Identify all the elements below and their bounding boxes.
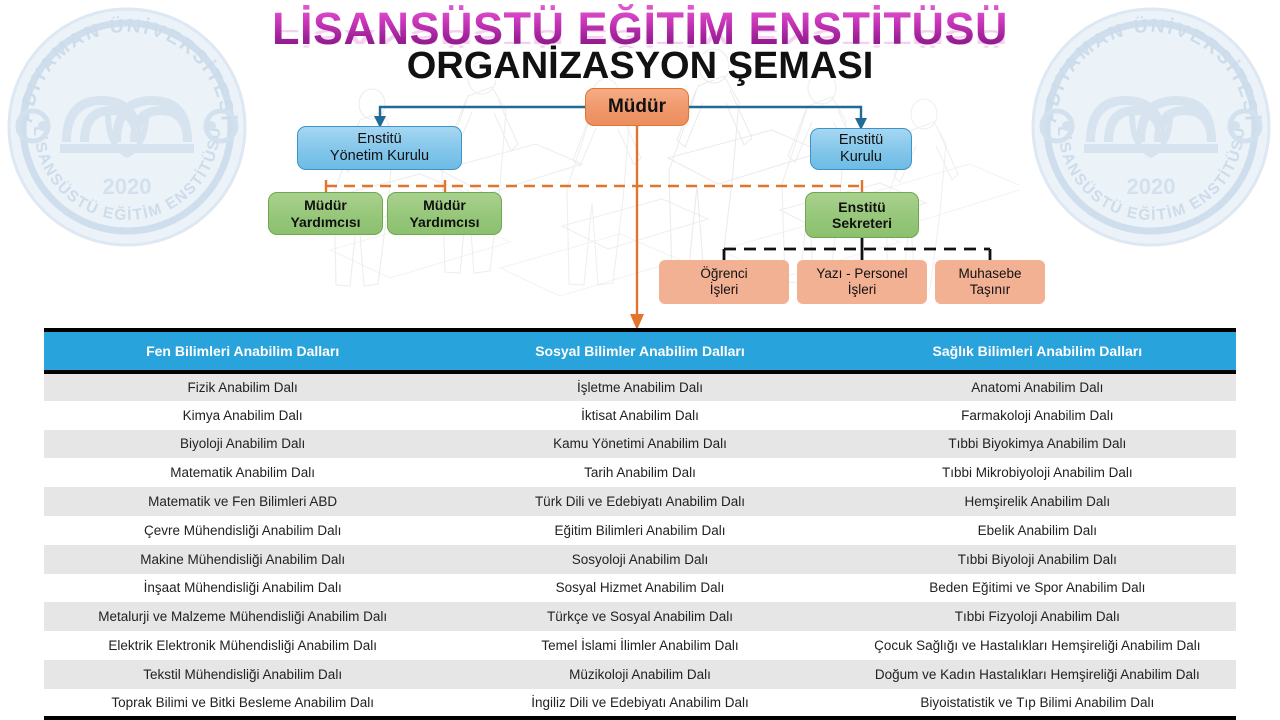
org-node-ek-line1: Enstitü [838,132,884,149]
table-cell: Toprak Bilimi ve Bitki Besleme Anabilim … [44,688,442,720]
table-cell: Çocuk Sağlığı ve Hastalıkları Hemşireliğ… [838,631,1236,660]
table-cell: Kimya Anabilim Dalı [44,400,442,430]
table-row: Elektrik Elektronik Mühendisliği Anabili… [44,631,1236,660]
table-cell: Tekstil Mühendisliği Anabilim Dalı [44,659,442,689]
table-cell: Temel İslami İlimler Anabilim Dalı [441,631,839,660]
table-cell: Matematik ve Fen Bilimleri ABD [44,487,442,516]
page-subtitle: ORGANİZASYON ŞEMASI [406,45,874,87]
table-cell: Kamu Yönetimi Anabilim Dalı [441,429,839,459]
table-cell: Biyoloji Anabilim Dalı [44,429,442,459]
org-node-accounting-line2: Taşınır [969,282,1011,297]
table-header-row: Fen Bilimleri Anabilim Dalları Sosyal Bi… [44,328,1236,374]
org-node-institute-secretary[interactable]: Enstitü Sekreteri [805,192,919,238]
table-cell: Tarih Anabilim Dalı [441,458,839,488]
table-cell: Eğitim Bilimleri Anabilim Dalı [441,515,839,545]
org-node-personnel-line1: Yazı - Personel [816,266,908,282]
table-cell: Tıbbi Fizyoloji Anabilim Dalı [838,602,1236,632]
column-header-social: Sosyal Bilimler Anabilim Dalları [441,328,839,374]
table-cell: Makine Mühendisliği Anabilim Dalı [44,544,442,574]
table-cell: Farmakoloji Anabilim Dalı [838,400,1236,430]
departments-table: Fen Bilimleri Anabilim Dalları Sosyal Bi… [44,328,1236,720]
table-cell: Hemşirelik Anabilim Dalı [838,487,1236,516]
org-node-deputy-1-line2: Yardımcısı [290,213,361,230]
column-header-health: Sağlık Bilimleri Anabilim Dalları [838,328,1236,374]
org-node-director[interactable]: Müdür [585,88,689,126]
org-node-ynk-line1: Enstitü [357,131,402,148]
org-node-deputy-director-2[interactable]: Müdür Yardımcısı [387,192,502,235]
table-cell: İktisat Anabilim Dalı [441,400,839,430]
table-row: Metalurji ve Malzeme Mühendisliği Anabil… [44,602,1236,632]
org-chart-connectors [324,105,992,330]
table-cell: Elektrik Elektronik Mühendisliği Anabili… [44,631,442,660]
departments-table-head: Fen Bilimleri Anabilim Dalları Sosyal Bi… [44,328,1236,374]
org-node-accounting-line1: Muhasebe [958,266,1022,282]
page-title: LİSANSÜSTÜ EĞİTİM ENSTİTÜSÜ [0,4,1280,54]
table-cell: Tıbbi Biyokimya Anabilim Dalı [838,429,1236,459]
org-node-deputy-1-line1: Müdür [304,197,347,214]
table-cell: Sosyal Hizmet Anabilim Dalı [441,573,839,603]
org-node-personnel-line2: İşleri [847,282,877,297]
org-node-ek-line2: Kurulu [840,149,882,165]
table-cell: İngiliz Dili ve Edebiyatı Anabilim Dalı [441,688,839,720]
table-cell: Matematik Anabilim Dalı [44,458,442,488]
org-node-deputy-director-1[interactable]: Müdür Yardımcısı [268,192,383,235]
org-node-ynk-line2: Yönetim Kurulu [329,148,430,164]
table-cell: Fizik Anabilim Dalı [44,372,442,401]
table-cell: Ebelik Anabilim Dalı [838,515,1236,545]
table-cell: Tıbbi Mikrobiyoloji Anabilim Dalı [838,458,1236,488]
org-node-student-affairs-line1: Öğrenci [700,266,748,282]
table-cell: Beden Eğitimi ve Spor Anabilim Dalı [838,573,1236,603]
table-cell: Biyoistatistik ve Tıp Bilimi Anabilim Da… [838,688,1236,720]
table-cell: Çevre Mühendisliği Anabilim Dalı [44,515,442,545]
table-cell: İnşaat Mühendisliği Anabilim Dalı [44,573,442,603]
org-node-secretary-line2: Sekreteri [832,215,892,231]
org-node-director-label: Müdür [607,96,667,118]
table-cell: Türk Dili ve Edebiyatı Anabilim Dalı [441,487,839,516]
table-cell: Tıbbi Biyoloji Anabilim Dalı [838,544,1236,574]
table-cell: Türkçe ve Sosyal Anabilim Dalı [441,602,839,632]
org-node-writing-personnel-affairs[interactable]: Yazı - Personel İşleri [797,260,927,304]
org-node-secretary-line1: Enstitü [838,198,886,215]
org-node-deputy-2-line2: Yardımcısı [409,213,480,230]
table-cell: Sosyoloji Anabilim Dalı [441,544,839,574]
org-node-student-affairs[interactable]: Öğrenci İşleri [659,260,789,304]
table-cell: İşletme Anabilim Dalı [441,372,839,401]
table-cell: Anatomi Anabilim Dalı [838,372,1236,401]
org-node-institute-board[interactable]: Enstitü Kurulu [810,128,912,170]
table-cell: Müzikoloji Anabilim Dalı [441,659,839,689]
departments-table-wrapper: Fen Bilimleri Anabilim Dalları Sosyal Bi… [44,328,1236,720]
table-cell: Metalurji ve Malzeme Mühendisliği Anabil… [44,602,442,632]
org-node-deputy-2-line1: Müdür [423,197,466,214]
org-node-accounting-movables[interactable]: Muhasebe Taşınır [935,260,1045,304]
table-row: Toprak Bilimi ve Bitki Besleme Anabilim … [44,688,1236,720]
org-node-student-affairs-line2: İşleri [709,282,739,297]
table-cell: Doğum ve Kadın Hastalıkları Hemşireliği … [838,659,1236,689]
org-node-institute-board-of-management[interactable]: Enstitü Yönetim Kurulu [297,126,462,170]
column-header-science: Fen Bilimleri Anabilim Dalları [44,328,442,374]
